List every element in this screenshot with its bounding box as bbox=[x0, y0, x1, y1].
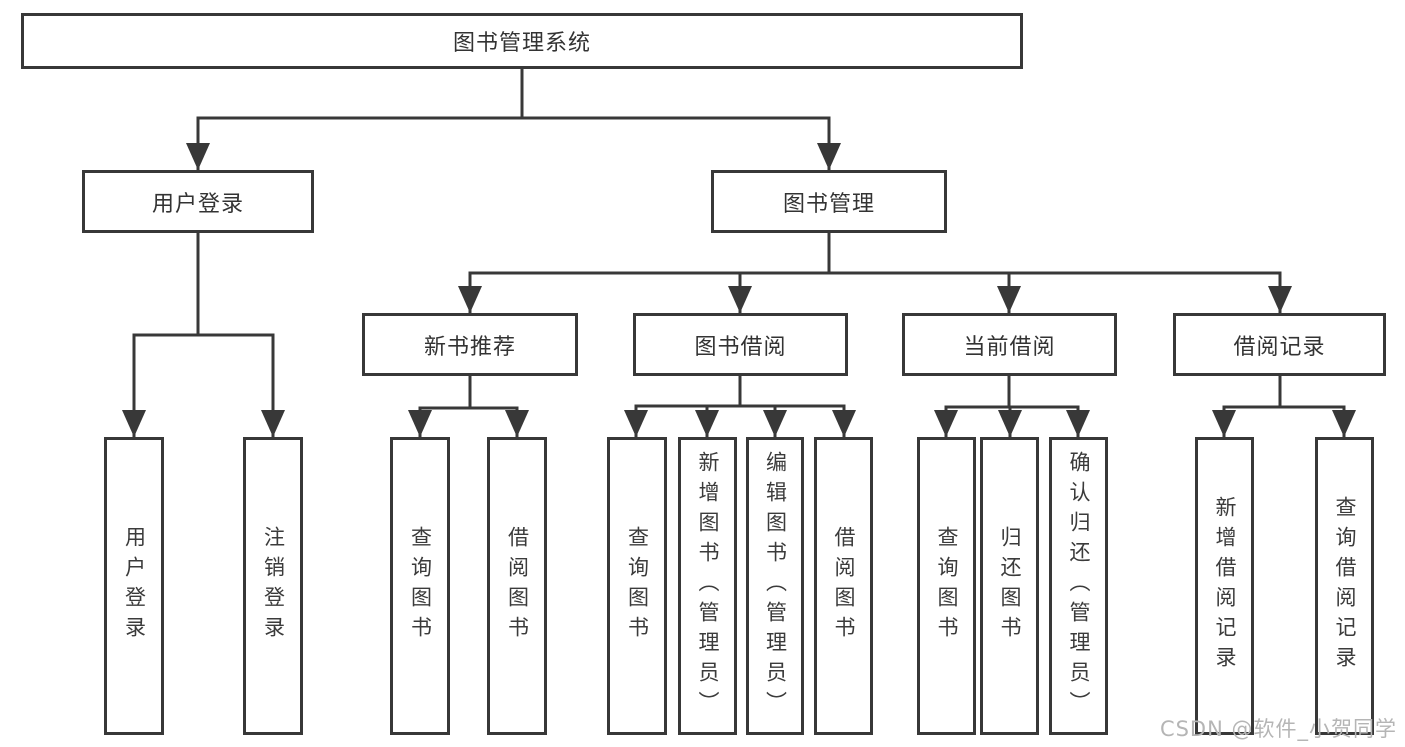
node-borrowing-records: 借阅记录 bbox=[1173, 313, 1386, 376]
node-label: 用户登录 bbox=[151, 191, 244, 217]
node-label: 图书管理系统 bbox=[452, 31, 591, 56]
leaf-add-borrow-record: 新增借阅记录 bbox=[1195, 437, 1254, 735]
node-label: 新增图书（管理员） bbox=[696, 451, 720, 721]
leaf-user-login: 用户登录 bbox=[104, 437, 164, 735]
node-label: 注销登录 bbox=[261, 526, 286, 646]
node-label: 新增借阅记录 bbox=[1213, 496, 1237, 676]
leaf-borrow-books-borrow: 借阅图书 bbox=[814, 437, 873, 735]
node-label: 查询图书 bbox=[935, 526, 959, 646]
leaf-logout: 注销登录 bbox=[243, 437, 303, 735]
leaf-query-books-borrow: 查询图书 bbox=[607, 437, 667, 735]
leaf-borrow-books-recommend: 借阅图书 bbox=[487, 437, 547, 735]
node-label: 借阅图书 bbox=[505, 526, 530, 646]
node-label: 确认归还（管理员） bbox=[1067, 451, 1091, 721]
node-label: 用户登录 bbox=[122, 526, 147, 646]
node-book-management: 图书管理 bbox=[711, 170, 947, 233]
leaf-edit-books-admin: 编辑图书（管理员） bbox=[746, 437, 804, 735]
csdn-watermark: CSDN @软件_小贺同学 bbox=[1159, 717, 1397, 741]
node-label: 查询图书 bbox=[625, 526, 650, 646]
node-current-borrowing: 当前借阅 bbox=[902, 313, 1117, 376]
node-label: 归还图书 bbox=[998, 526, 1022, 646]
leaf-query-books-recommend: 查询图书 bbox=[390, 437, 450, 735]
node-label: 编辑图书（管理员） bbox=[763, 451, 788, 721]
leaf-return-books: 归还图书 bbox=[980, 437, 1039, 735]
node-label: 查询图书 bbox=[408, 526, 433, 646]
leaf-query-borrow-record: 查询借阅记录 bbox=[1315, 437, 1374, 735]
node-label: 借阅图书 bbox=[832, 526, 856, 646]
node-label: 图书管理 bbox=[782, 191, 875, 217]
leaf-add-books-admin: 新增图书（管理员） bbox=[678, 437, 737, 735]
node-label: 新书推荐 bbox=[423, 334, 516, 360]
node-root-library-system: 图书管理系统 bbox=[21, 13, 1023, 69]
node-label: 当前借阅 bbox=[963, 334, 1056, 360]
node-label: 图书借阅 bbox=[694, 334, 787, 360]
node-label: 借阅记录 bbox=[1233, 334, 1326, 360]
leaf-confirm-return-admin: 确认归还（管理员） bbox=[1049, 437, 1108, 735]
node-label: 查询借阅记录 bbox=[1333, 496, 1357, 676]
leaf-query-books-current: 查询图书 bbox=[917, 437, 976, 735]
node-book-borrowing: 图书借阅 bbox=[633, 313, 848, 376]
node-user-login: 用户登录 bbox=[82, 170, 314, 233]
node-new-book-recommendation: 新书推荐 bbox=[362, 313, 578, 376]
